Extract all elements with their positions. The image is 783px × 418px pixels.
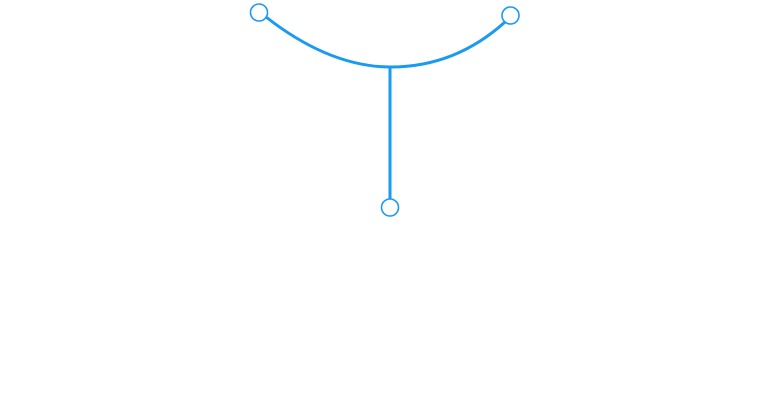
- left-arc-endpoint-handle[interactable]: [249, 3, 269, 22]
- curved-arc[interactable]: [264, 15, 507, 69]
- stem-endpoint-handle[interactable]: [380, 198, 400, 217]
- right-arc-endpoint-handle[interactable]: [501, 6, 520, 25]
